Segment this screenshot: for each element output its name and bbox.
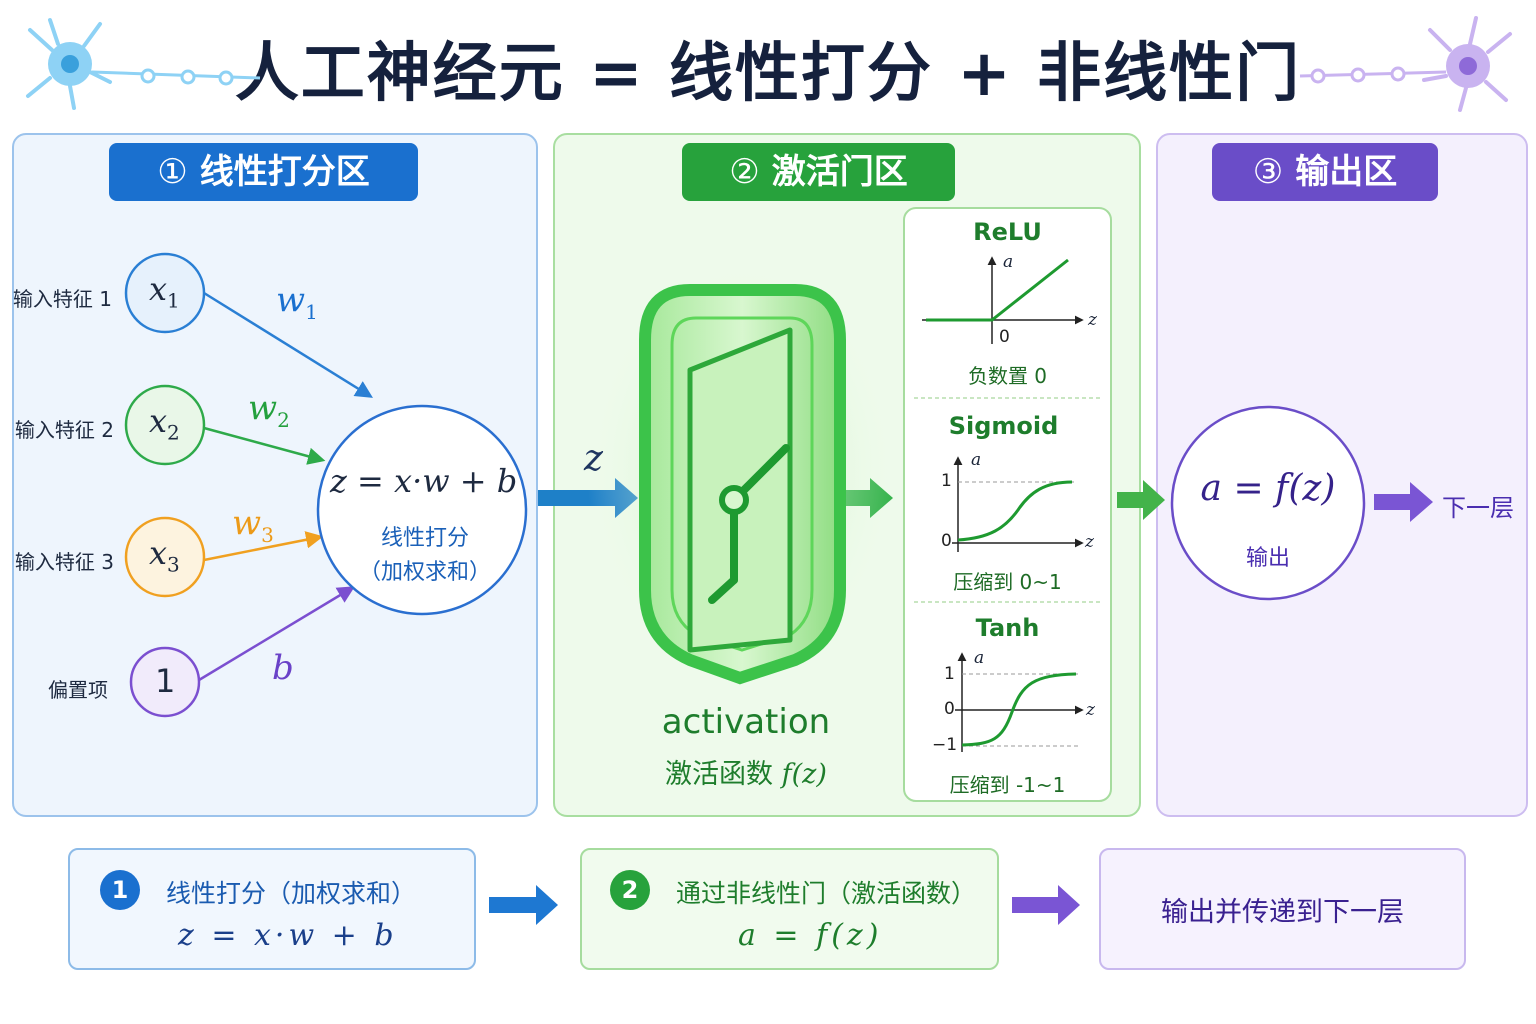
bias-value: 1 xyxy=(155,662,176,700)
x1-subscript: 1 xyxy=(167,288,180,313)
output-label: 输出 xyxy=(1245,546,1290,571)
w3-subscript: 3 xyxy=(261,522,274,547)
left-neuron-decoration-icon xyxy=(26,18,261,110)
relu-caption: 负数置 0 xyxy=(967,364,1048,388)
edge-x1 xyxy=(203,291,373,398)
input-node-x3 xyxy=(124,516,206,598)
x1-symbol: x1 xyxy=(149,270,180,312)
arrow-to-next-layer xyxy=(1374,482,1433,522)
output-section-header: ③ 输出区 xyxy=(1212,143,1438,201)
edge-bias xyxy=(198,586,355,682)
right-neuron-decoration-icon xyxy=(1299,16,1512,112)
step-1-box: 1 线性打分（加权求和） z = x·w + b xyxy=(68,848,476,970)
step-1-text: 线性打分（加权求和） xyxy=(166,879,417,908)
step-2-box: 2 通过非线性门（激活函数） a = f(z) xyxy=(580,848,999,970)
bottom-arrow-1 xyxy=(489,885,558,925)
activation-section-header: ② 激活门区 xyxy=(682,143,955,201)
step-3-text: 输出并传递到下一层 xyxy=(1161,897,1404,928)
w1-label: w1 xyxy=(276,280,318,324)
linear-section-header: ① 线性打分区 xyxy=(109,143,418,201)
edge-x3 xyxy=(203,531,324,562)
tanh-x-axis: z xyxy=(1086,700,1095,720)
x1-letter: x xyxy=(149,270,168,308)
activation-label: activation xyxy=(661,702,831,742)
relu-plot xyxy=(922,256,1084,344)
step-2-formula: a = f(z) xyxy=(738,918,883,953)
input-feature-1-label: 输入特征 1 xyxy=(12,287,112,311)
section-number-1: ① xyxy=(157,152,188,192)
tanh-y-axis: a xyxy=(974,648,985,668)
sigmoid-y-axis: a xyxy=(971,450,982,470)
step-1-formula: z = x·w + b xyxy=(178,918,398,953)
sum-formula: z = x·w + b xyxy=(330,462,518,500)
relu-x-axis: z xyxy=(1088,310,1097,330)
relu-tick-0: 0 xyxy=(999,327,1010,347)
section-title-output: 输出区 xyxy=(1295,152,1398,192)
tanh-plot xyxy=(955,652,1084,752)
tanh-tick-neg1: −1 xyxy=(932,735,958,755)
input-node-x2 xyxy=(124,384,206,466)
step-2-number: 2 xyxy=(610,870,650,910)
bias-label: 偏置项 xyxy=(48,678,108,702)
relu-y-axis: a xyxy=(1003,252,1014,272)
x2-symbol: x2 xyxy=(149,402,180,444)
w2-subscript: 2 xyxy=(277,407,290,432)
step-2-text: 通过非线性门（激活函数） xyxy=(676,879,977,908)
x3-letter: x xyxy=(149,534,168,572)
relu-title: ReLU xyxy=(973,218,1042,246)
section-title-activation: 激活门区 xyxy=(771,152,908,192)
sum-label: 线性打分 xyxy=(380,526,469,551)
activation-gate-icon xyxy=(587,260,897,685)
x2-letter: x xyxy=(149,402,168,440)
sigmoid-plot xyxy=(952,456,1084,552)
section-number-3: ③ xyxy=(1252,152,1284,192)
sigmoid-title: Sigmoid xyxy=(948,412,1059,440)
section-title-linear: 线性打分区 xyxy=(199,152,370,192)
w1-subscript: 1 xyxy=(305,299,318,324)
z-label: z xyxy=(584,438,603,479)
input-feature-3-label: 输入特征 3 xyxy=(14,550,114,574)
sigmoid-tick-1: 1 xyxy=(941,471,952,491)
sum-sublabel: （加权求和） xyxy=(358,560,491,585)
arrow-to-output xyxy=(1117,480,1165,520)
tanh-caption: 压缩到 -1~1 xyxy=(949,773,1066,797)
w1-letter: w xyxy=(276,280,306,320)
tanh-tick-1: 1 xyxy=(944,664,955,684)
w3-label: w3 xyxy=(232,503,274,547)
w2-letter: w xyxy=(248,388,278,428)
tanh-title: Tanh xyxy=(975,614,1040,642)
tanh-tick-0: 0 xyxy=(944,699,955,719)
sigmoid-x-axis: z xyxy=(1085,532,1094,552)
sigmoid-caption: 压缩到 0~1 xyxy=(953,570,1062,594)
activation-func: f(z) xyxy=(781,759,827,790)
sigmoid-tick-0: 0 xyxy=(941,531,952,551)
activation-functions-box xyxy=(903,207,1112,802)
output-formula: a = f(z) xyxy=(1200,468,1336,509)
step-1-number: 1 xyxy=(100,870,140,910)
input-feature-2-label: 输入特征 2 xyxy=(14,418,114,442)
edge-x2 xyxy=(203,426,326,465)
activation-sublabel-text: 激活函数 xyxy=(665,759,774,790)
next-layer-label: 下一层 xyxy=(1442,494,1514,522)
x2-subscript: 2 xyxy=(167,420,180,445)
arrow-to-gate xyxy=(538,478,638,518)
section-number-2: ② xyxy=(729,152,760,192)
bottom-arrow-2 xyxy=(1012,885,1080,925)
bias-weight-label: b xyxy=(272,648,294,688)
page-title: 人工神经元 = 线性打分 + 非线性门 xyxy=(234,37,1302,111)
bias-node xyxy=(129,646,201,718)
step-3-box: 输出并传递到下一层 xyxy=(1099,848,1466,970)
output-node xyxy=(1170,405,1366,601)
activation-sublabel: 激活函数 f(z) xyxy=(640,752,852,791)
x3-subscript: 3 xyxy=(167,552,180,577)
x3-symbol: x3 xyxy=(149,534,180,576)
sum-node xyxy=(316,404,528,616)
w2-label: w2 xyxy=(248,388,290,432)
w3-letter: w xyxy=(232,503,262,543)
